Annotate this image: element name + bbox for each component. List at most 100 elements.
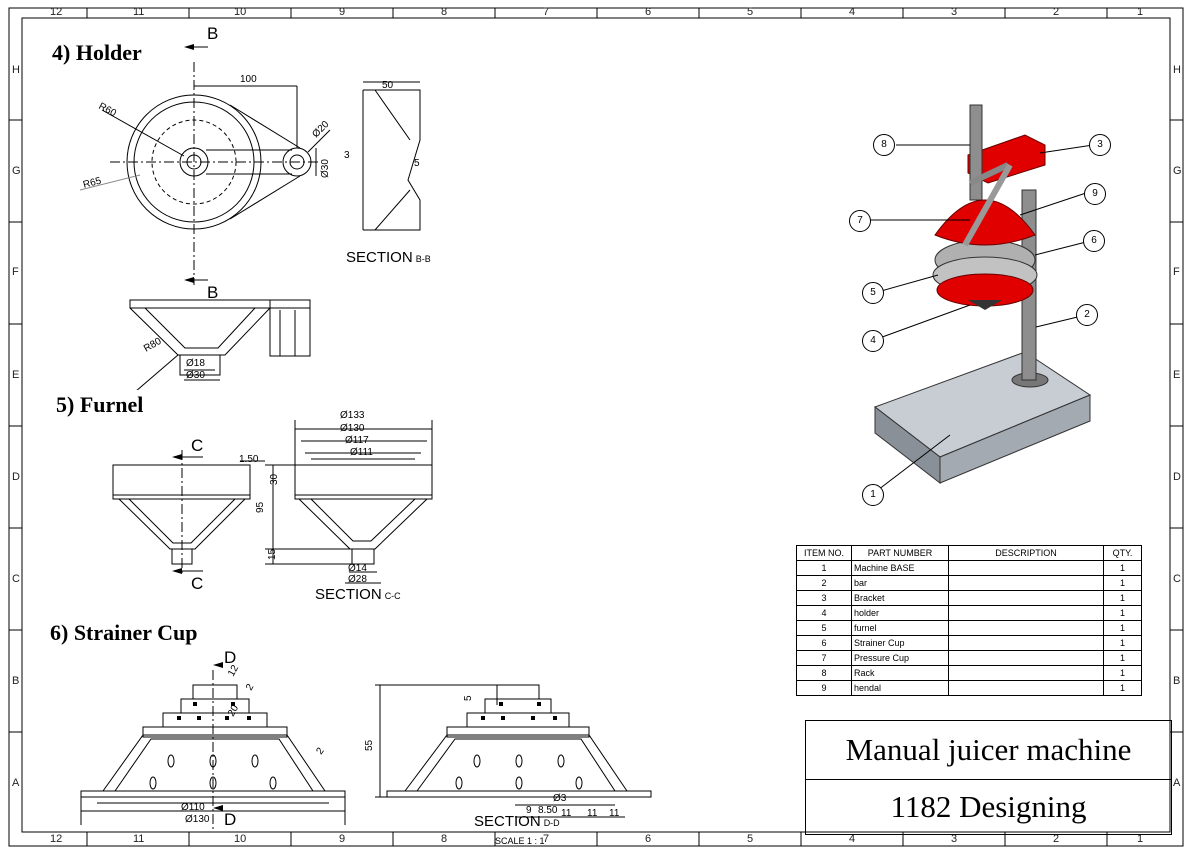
zone-row-g-right: G <box>1173 165 1182 177</box>
dim-12: 12 <box>226 663 241 679</box>
balloon-7: 7 <box>849 210 871 232</box>
dim-phi110: Ø110 <box>181 802 205 813</box>
balloon-9: 9 <box>1084 183 1106 205</box>
dim-50: 50 <box>382 80 394 91</box>
dim-5-strainer: 5 <box>463 695 474 701</box>
dim-phi117: Ø117 <box>345 435 369 446</box>
strainer-views: 12 2 20 2 Ø110 Ø130 55 5 Ø3 9 8.50 11 11… <box>80 662 652 831</box>
zone-col-10: 10 <box>234 6 247 18</box>
zone-col-3-bottom: 3 <box>951 833 958 845</box>
zone-row-a-right: A <box>1173 777 1181 789</box>
zone-col-4: 4 <box>849 6 856 18</box>
title-block: Manual juicer machine 1182 Designing <box>805 720 1172 835</box>
dim-11-c: 11 <box>609 808 620 819</box>
zone-row-e: E <box>12 369 20 381</box>
balloon-5: 5 <box>862 282 884 304</box>
strainer-heading: 6) Strainer Cup <box>50 620 198 645</box>
bom-item-no: 4 <box>796 605 852 621</box>
holder-cut-bottom: B <box>207 283 219 302</box>
dim-95: 95 <box>255 501 266 513</box>
bom-description <box>948 680 1104 696</box>
zone-col-6: 6 <box>645 6 652 18</box>
bom-item-no: 8 <box>796 665 852 681</box>
dim-phi28: Ø28 <box>348 574 367 585</box>
bom-header-row: ITEM NO. PART NUMBER DESCRIPTION QTY. <box>796 545 1142 561</box>
zone-col-6-bottom: 6 <box>645 833 652 845</box>
zone-col-1: 1 <box>1137 6 1144 18</box>
bom-qty: 1 <box>1103 650 1142 666</box>
holder-section-word: SECTION <box>346 249 413 266</box>
holder-views: 100 R60 R65 Ø20 Ø30 50 3 5 R80 Ø18 Ø30 <box>80 44 421 390</box>
bom-item-no: 5 <box>796 620 852 636</box>
dim-15: 15 <box>267 548 278 560</box>
holder-section-id: B-B <box>415 254 431 264</box>
dim-phi3: Ø3 <box>553 793 567 804</box>
bom-qty: 1 <box>1103 620 1142 636</box>
zone-row-c: C <box>12 573 20 585</box>
dim-phi30: Ø30 <box>320 159 331 178</box>
bom-qty: 1 <box>1103 605 1142 621</box>
balloon-4: 4 <box>862 330 884 352</box>
bom-qty: 1 <box>1103 680 1142 696</box>
strainer-section-word: SECTION <box>474 813 541 830</box>
dim-100: 100 <box>240 74 257 85</box>
dim-phi14: Ø14 <box>348 563 367 574</box>
bom-qty: 1 <box>1103 560 1142 576</box>
dim-1-50: 1.50 <box>239 454 259 465</box>
holder-cut-top: B <box>207 24 219 43</box>
zone-col-7: 7 <box>543 6 550 18</box>
furnel-heading: 5) Furnel <box>56 392 144 417</box>
zone-col-9-bottom: 9 <box>339 833 346 845</box>
zone-col-5: 5 <box>747 6 754 18</box>
strainer-scale: SCALE 1 : 1 <box>495 836 545 846</box>
balloon-8: 8 <box>873 134 895 156</box>
zone-col-8-bottom: 8 <box>441 833 448 845</box>
zone-col-10-bottom: 10 <box>234 833 247 845</box>
bom-part-number: hendal <box>851 680 949 696</box>
zone-row-h-right: H <box>1173 64 1181 76</box>
zone-row-b: B <box>12 675 20 687</box>
bom-part-number: holder <box>851 605 949 621</box>
bom-part-number: Bracket <box>851 590 949 606</box>
strainer-section-id: D-D <box>543 818 560 828</box>
balloon-1: 1 <box>862 484 884 506</box>
furnel-section-id: C-C <box>384 591 401 601</box>
bom-part-number: bar <box>851 575 949 591</box>
bom-description <box>948 605 1104 621</box>
bracket <box>967 134 1046 184</box>
zone-row-e-right: E <box>1173 369 1181 381</box>
dim-phi18: Ø18 <box>186 358 205 369</box>
strainer-cut-bottom: D <box>224 810 237 829</box>
holder-heading: 4) Holder <box>52 40 142 65</box>
bom-part-number: Strainer Cup <box>851 635 949 651</box>
rack <box>969 104 983 201</box>
dim-55: 55 <box>364 739 375 751</box>
balloon-3: 3 <box>1089 134 1111 156</box>
strainer-cut-top: D <box>224 648 237 667</box>
handle <box>962 163 1013 247</box>
bom-qty: 1 <box>1103 665 1142 681</box>
zone-col-2-bottom: 2 <box>1053 833 1060 845</box>
dim-3: 3 <box>344 150 350 161</box>
bom-description <box>948 575 1104 591</box>
furnel-cut-bottom: C <box>191 574 204 593</box>
dim-5: 5 <box>414 158 420 169</box>
bom-header-item: ITEM NO. <box>796 545 852 561</box>
bom-description <box>948 650 1104 666</box>
dim-9: 9 <box>526 805 532 816</box>
bom-header-part: PART NUMBER <box>851 545 949 561</box>
bom-item-no: 3 <box>796 590 852 606</box>
furnel-cut-top: C <box>191 436 204 455</box>
dim-phi130: Ø130 <box>340 423 365 434</box>
bom-item-no: 6 <box>796 635 852 651</box>
dim-11-a: 11 <box>561 808 572 819</box>
